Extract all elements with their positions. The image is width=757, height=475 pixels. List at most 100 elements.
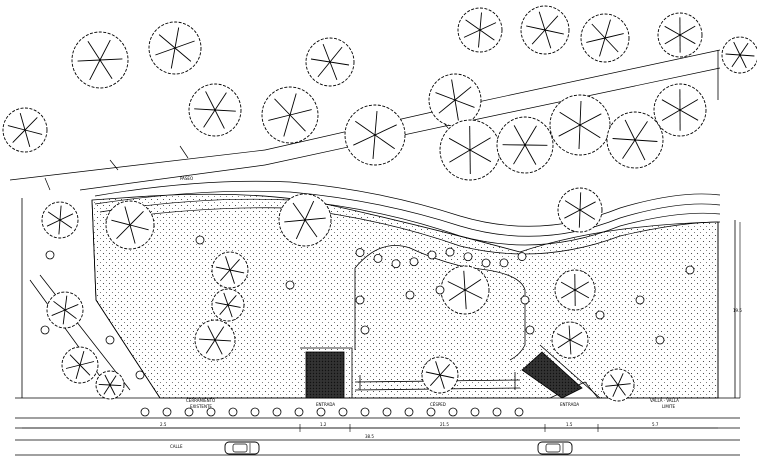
- tree-symbol: [61, 346, 99, 384]
- shrub-symbol: [162, 407, 172, 417]
- label-cerramiento: CERRAMIENTO: [186, 398, 215, 403]
- tree-symbol: [557, 187, 603, 233]
- tree-symbol: [439, 119, 501, 181]
- tree-symbol: [211, 251, 249, 289]
- shrub-symbol: [685, 265, 695, 275]
- left-boundary: [21, 198, 161, 399]
- left-entrance-ramp: [305, 351, 345, 399]
- label-calle: CALLE: [170, 444, 183, 449]
- shrub-symbol: [355, 295, 365, 305]
- label-existente: EXISTENTE: [190, 404, 212, 409]
- shrub-symbol: [435, 285, 445, 295]
- shrub-symbol: [525, 325, 535, 335]
- right-entrance-ramp: [521, 351, 583, 399]
- shrub-symbol: [481, 258, 491, 268]
- car-right: [537, 441, 573, 455]
- label-cesped: CÉSPED: [430, 402, 446, 407]
- tree-symbol: [278, 193, 332, 247]
- label-limite: LIMITE: [662, 404, 675, 409]
- tree-symbol: [95, 370, 125, 400]
- label-valla: VALLA · VALLA: [650, 398, 679, 403]
- dim-3: 21.5: [440, 422, 449, 427]
- label-entrada-left: ENTRADA: [316, 402, 335, 407]
- shrub-symbol: [427, 250, 437, 260]
- shrub-symbol: [405, 290, 415, 300]
- label-entrada-right: ENTRADA: [560, 402, 579, 407]
- shrub-symbol: [272, 407, 282, 417]
- label-paseo: PASEO: [180, 176, 193, 181]
- shrub-symbol: [360, 407, 370, 417]
- dim-1: 2.5: [160, 422, 167, 427]
- shrub-symbol: [355, 248, 365, 257]
- tree-symbol: [549, 94, 611, 156]
- shrub-symbol: [40, 325, 50, 335]
- tree-symbol: [305, 37, 355, 87]
- tree-symbol: [421, 356, 459, 394]
- shrub-symbol: [206, 407, 216, 417]
- shrub-symbol: [404, 407, 414, 417]
- shrub-symbol: [655, 335, 665, 345]
- shrub-symbol: [492, 407, 502, 417]
- tree-symbol: [653, 83, 707, 137]
- tree-symbol: [148, 21, 202, 75]
- shrub-symbol: [195, 235, 205, 245]
- tree-symbol: [551, 321, 589, 359]
- left-entrance-frame: [300, 347, 353, 398]
- tree-symbol: [105, 200, 155, 250]
- shrub-symbol: [382, 407, 392, 417]
- shrub-symbol: [595, 310, 605, 320]
- shrub-symbol: [391, 259, 401, 269]
- right-boundary: [717, 50, 736, 398]
- dim-5: 5.7: [652, 422, 659, 427]
- shrub-symbol: [499, 258, 509, 268]
- shrub-symbol: [409, 257, 419, 267]
- shrub-symbol: [426, 407, 436, 417]
- shrub-symbol: [184, 407, 194, 417]
- tree-symbol: [601, 368, 635, 402]
- tree-symbol: [344, 104, 406, 166]
- shrub-symbol: [294, 407, 304, 417]
- tree-symbol: [71, 31, 129, 89]
- shrub-symbol: [285, 280, 295, 290]
- shrub-symbol: [140, 407, 150, 417]
- shrub-symbol: [445, 247, 455, 257]
- tree-symbol: [520, 5, 570, 55]
- promenade-bands: [94, 180, 721, 255]
- shrub-symbol: [316, 407, 326, 417]
- tree-symbol: [194, 319, 236, 361]
- tree-symbol: [261, 86, 319, 144]
- right-entrance-frame: [539, 344, 601, 399]
- shrub-symbol: [228, 407, 238, 417]
- shrub-symbol: [463, 252, 473, 262]
- dim-height: 19.5: [733, 308, 742, 313]
- car-left: [224, 441, 260, 455]
- shrubs-layer: [40, 235, 695, 417]
- street: [15, 397, 740, 456]
- shrub-symbol: [635, 295, 645, 305]
- dimension-lines: [22, 222, 741, 432]
- dim-total: 38.5: [365, 434, 374, 439]
- shrub-symbol: [250, 407, 260, 417]
- tree-symbol: [721, 36, 757, 74]
- shrub-symbol: [105, 335, 115, 345]
- tree-symbol: [657, 12, 703, 58]
- tree-symbol: [440, 265, 490, 315]
- shrub-symbol: [135, 370, 145, 380]
- tree-symbol: [188, 83, 242, 137]
- shrub-symbol: [514, 407, 524, 417]
- shrub-symbol: [448, 407, 458, 417]
- shrub-symbol: [45, 250, 55, 260]
- tree-symbol: [211, 288, 245, 322]
- dim-4: 1.5: [566, 422, 573, 427]
- tree-symbol: [496, 116, 554, 174]
- tree-symbol: [46, 291, 84, 329]
- tree-symbol: [41, 201, 79, 239]
- shrub-symbol: [360, 325, 370, 335]
- tree-symbol: [428, 73, 482, 127]
- tree-symbol: [580, 13, 630, 63]
- shrub-symbol: [520, 295, 530, 305]
- shrub-symbol: [373, 254, 383, 263]
- shrub-symbol: [517, 252, 527, 261]
- tree-symbol: [606, 111, 664, 169]
